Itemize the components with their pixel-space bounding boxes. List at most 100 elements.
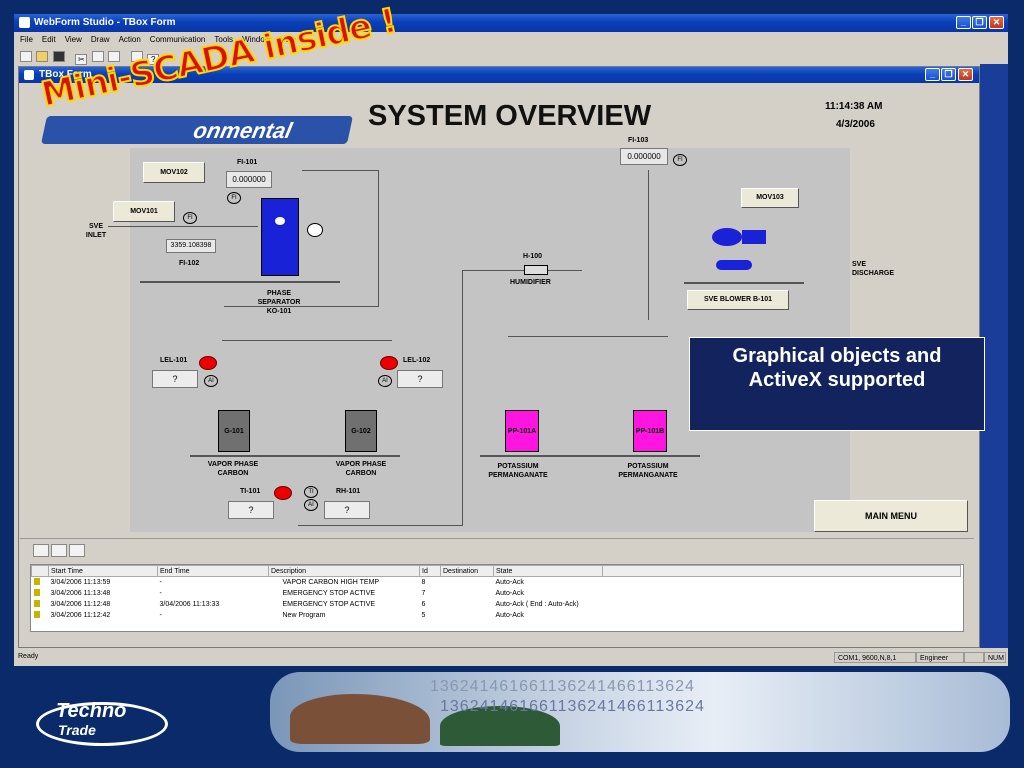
open-folder-icon[interactable] (36, 51, 49, 62)
status-user: Engineer (916, 652, 964, 663)
alarm-row[interactable]: 3/04/2006 11:13:59 - VAPOR CARBON HIGH T… (32, 577, 961, 589)
g101-vessel[interactable]: G-101 (218, 410, 250, 452)
speaker-icon (33, 578, 40, 585)
alarm-header-row: Start Time End Time Description Id Desti… (31, 565, 961, 577)
company-logo: onmental (41, 116, 353, 144)
pipe (302, 170, 378, 171)
col-end-time[interactable]: End Time (157, 565, 269, 577)
rh101-label: RH-101 (336, 488, 361, 495)
pp101a-vessel[interactable]: PP-101A (505, 410, 539, 452)
phase-separator-label: PHASE SEPARATOR KO-101 (257, 290, 301, 315)
blower-unit[interactable] (706, 228, 770, 280)
form-minimize-icon[interactable]: _ (925, 68, 940, 81)
alarm-id: 6 (421, 601, 426, 608)
alarm-row[interactable]: 3/04/2006 11:12:48 3/04/2006 11:13:33 EM… (32, 599, 961, 610)
menu-communication[interactable]: Communication (149, 35, 206, 44)
restore-icon[interactable]: ❐ (972, 16, 987, 29)
alarm-list[interactable]: Start Time End Time Description Id Desti… (30, 564, 964, 632)
main-menu-button[interactable]: MAIN MENU (814, 500, 968, 532)
alarm-end: - (159, 590, 162, 597)
alarm-row[interactable]: 3/04/2006 11:12:42 - New Program 5 Auto-… (32, 610, 961, 621)
phase-separator-tank[interactable] (261, 198, 299, 276)
ti101-label: TI-101 (240, 488, 261, 495)
speaker-icon (33, 611, 40, 618)
g102-vessel[interactable]: G-102 (345, 410, 377, 452)
minimize-icon[interactable]: _ (956, 16, 971, 29)
alarm-dest (441, 577, 494, 589)
pipe (190, 455, 400, 457)
cut-icon[interactable]: ✂ (75, 54, 88, 65)
pipe (222, 340, 392, 341)
col-destination[interactable]: Destination (440, 565, 494, 577)
pipe (480, 455, 700, 457)
humidifier-unit[interactable] (524, 265, 548, 275)
mov103-button[interactable]: MOV103 (741, 188, 799, 208)
acknowledge-icon[interactable] (33, 544, 49, 557)
col-description[interactable]: Description (268, 565, 420, 577)
menu-bar: File Edit View Draw Action Communication Tools… (20, 35, 305, 46)
fi-tag: FI (673, 154, 687, 166)
form-close-icon[interactable]: ✕ (958, 68, 973, 81)
menu-window[interactable]: Window (242, 35, 271, 44)
logo-trade: Trade (58, 722, 96, 738)
alarm-start: 3/04/2006 11:12:42 (50, 612, 111, 619)
pipe (462, 270, 463, 526)
new-file-icon[interactable] (20, 51, 32, 62)
app-title: WebForm Studio - TBox Form (34, 17, 176, 28)
kmno4-label-2: POTASSIUM PERMANGANATE (618, 463, 678, 479)
acknowledge-all-icon[interactable] (51, 544, 67, 557)
copy-icon[interactable] (91, 51, 104, 62)
menu-view[interactable]: View (64, 35, 82, 44)
menu-draw[interactable]: Draw (90, 35, 110, 44)
alarm-id: 5 (421, 612, 426, 619)
ti101-gauge: ? (228, 501, 274, 519)
close-icon[interactable]: ✕ (989, 16, 1004, 29)
lel102-alarm-indicator[interactable] (380, 356, 398, 370)
mov102-button[interactable]: MOV102 (143, 162, 205, 183)
col-state[interactable]: State (493, 565, 603, 577)
mov101-button[interactable]: MOV101 (113, 201, 175, 222)
lel101-alarm-indicator[interactable] (199, 356, 217, 370)
help-icon[interactable]: ? (147, 54, 160, 65)
status-com: COM1, 9600,N,8,1 (834, 652, 916, 663)
print-alarms-icon[interactable] (69, 544, 85, 557)
menu-help[interactable]: Help (279, 35, 296, 44)
speaker-icon (33, 600, 40, 607)
pp101b-vessel[interactable]: PP-101B (633, 410, 667, 452)
menu-edit[interactable]: Edit (41, 35, 56, 44)
logo-text: onmental (191, 118, 295, 143)
pipe (378, 170, 379, 306)
col-id[interactable]: Id (419, 565, 441, 577)
mountain-shape (290, 694, 430, 744)
ti101-alarm-indicator[interactable] (274, 486, 292, 500)
menu-action[interactable]: Action (118, 35, 141, 44)
col-start-time[interactable]: Start Time (48, 565, 158, 577)
alarm-icon-col (31, 565, 49, 577)
alarm-desc: VAPOR CARBON HIGH TEMP (282, 579, 380, 586)
alarm-dest (441, 588, 494, 599)
form-title-bar[interactable]: TBox Form _ ❐ ✕ (19, 67, 979, 83)
fi102-value: 3359.108398 (166, 239, 216, 253)
page-title: SYSTEM OVERVIEW (368, 100, 652, 132)
vpc-label-1: VAPOR PHASE CARBON (207, 461, 259, 477)
alarm-row[interactable]: 3/04/2006 11:13:48 - EMERGENCY STOP ACTI… (32, 588, 961, 599)
forest-shape (440, 706, 560, 746)
sve-blower-button[interactable]: SVE BLOWER B-101 (687, 290, 789, 310)
techno-trade-logo (36, 702, 168, 746)
print-icon[interactable] (130, 51, 143, 62)
status-num: NUM (984, 652, 1006, 663)
save-icon[interactable] (52, 51, 65, 62)
pipe (648, 170, 649, 320)
menu-file[interactable]: File (20, 35, 33, 44)
tank-window (275, 217, 285, 225)
alarm-desc: EMERGENCY STOP ACTIVE (282, 601, 376, 608)
app-title-bar[interactable]: WebForm Studio - TBox Form _ ❐ ✕ (14, 14, 1008, 32)
alarm-dest (441, 610, 494, 621)
form-restore-icon[interactable]: ❐ (941, 68, 956, 81)
toolbar: ✂ ? (20, 49, 160, 67)
alarm-id: 8 (421, 579, 426, 586)
menu-tools[interactable]: Tools (214, 35, 234, 44)
pipe (298, 525, 463, 526)
alarm-desc: New Program (282, 612, 326, 619)
col-filler (602, 565, 961, 577)
